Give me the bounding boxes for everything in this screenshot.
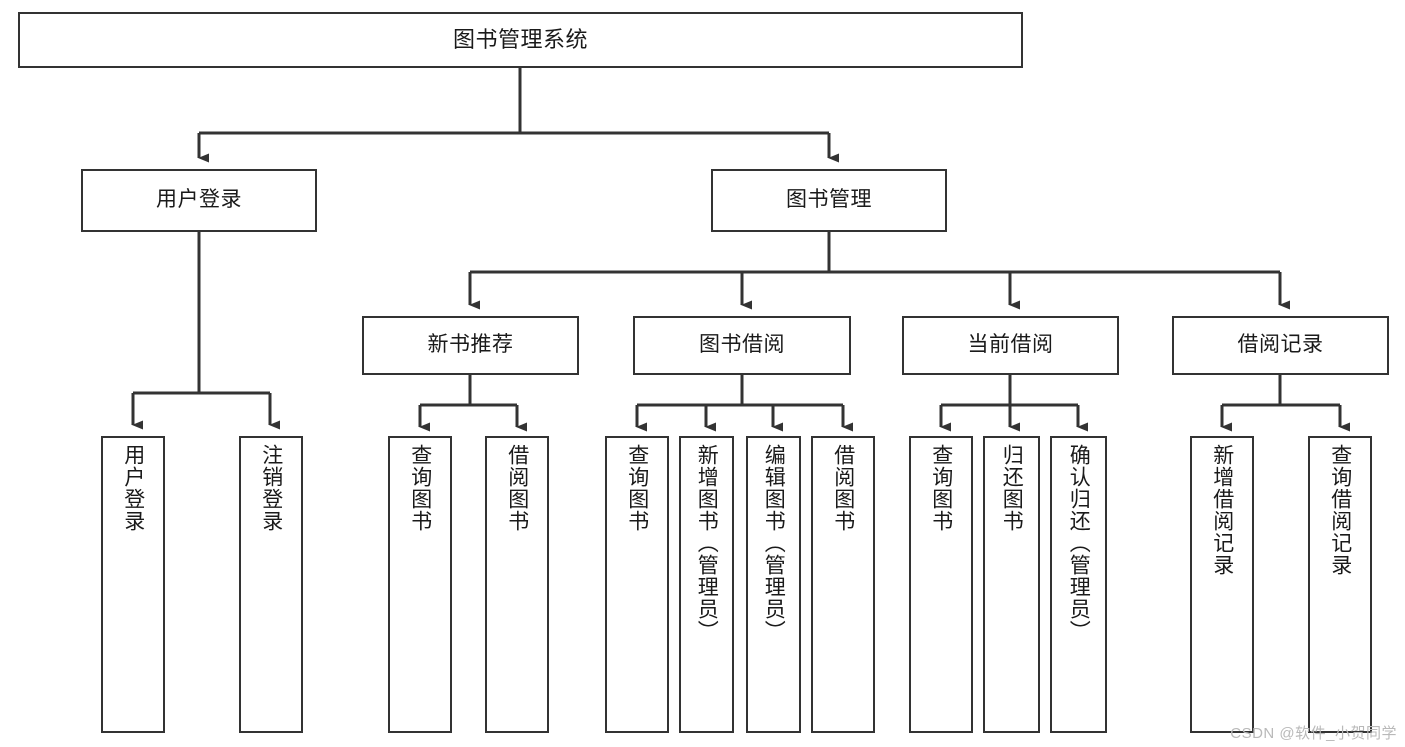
node-label: 借阅图书 xyxy=(831,444,855,532)
node-label: 用户登录 xyxy=(121,444,145,532)
node-label: 借阅图书 xyxy=(505,444,529,532)
node-label: 查询图书 xyxy=(929,444,953,532)
leaf-borrow-add-book-admin[interactable]: 新增图书（管理员） xyxy=(679,436,734,733)
leaf-borrow-query-book[interactable]: 查询图书 xyxy=(605,436,669,733)
node-label: 新书推荐 xyxy=(427,333,514,357)
node-borrow-record[interactable]: 借阅记录 xyxy=(1172,316,1389,375)
node-label: 归还图书 xyxy=(1000,444,1024,532)
node-label: 图书管理 xyxy=(786,188,872,212)
node-label: 查询图书 xyxy=(408,444,432,532)
node-book-management[interactable]: 图书管理 xyxy=(711,169,947,232)
node-label: 当前借阅 xyxy=(967,333,1054,357)
node-label: 注销登录 xyxy=(259,444,283,532)
leaf-recommend-borrow-book[interactable]: 借阅图书 xyxy=(485,436,549,733)
node-book-borrow[interactable]: 图书借阅 xyxy=(633,316,851,375)
node-label: 确认归还（管理员） xyxy=(1067,444,1091,642)
node-label: 图书借阅 xyxy=(699,333,785,357)
leaf-current-return-book[interactable]: 归还图书 xyxy=(983,436,1040,733)
node-user-login[interactable]: 用户登录 xyxy=(81,169,317,232)
node-label: 查询借阅记录 xyxy=(1328,444,1352,576)
node-label: 用户登录 xyxy=(156,188,242,212)
leaf-user-login-logout[interactable]: 注销登录 xyxy=(239,436,303,733)
node-new-book-recommend[interactable]: 新书推荐 xyxy=(362,316,579,375)
node-current-borrow[interactable]: 当前借阅 xyxy=(902,316,1119,375)
node-label: 查询图书 xyxy=(625,444,649,532)
leaf-borrow-borrow-book[interactable]: 借阅图书 xyxy=(811,436,875,733)
node-label: 新增图书（管理员） xyxy=(695,444,719,642)
leaf-record-add-record[interactable]: 新增借阅记录 xyxy=(1190,436,1254,733)
leaf-record-query-record[interactable]: 查询借阅记录 xyxy=(1308,436,1372,733)
leaf-recommend-query-book[interactable]: 查询图书 xyxy=(388,436,452,733)
node-label: 编辑图书（管理员） xyxy=(762,444,786,642)
leaf-current-query-book[interactable]: 查询图书 xyxy=(909,436,973,733)
leaf-current-confirm-return-admin[interactable]: 确认归还（管理员） xyxy=(1050,436,1107,733)
node-label: 借阅记录 xyxy=(1237,333,1324,357)
leaf-borrow-edit-book-admin[interactable]: 编辑图书（管理员） xyxy=(746,436,801,733)
node-label: 图书管理系统 xyxy=(452,27,588,53)
leaf-user-login-login[interactable]: 用户登录 xyxy=(101,436,165,733)
node-root-system[interactable]: 图书管理系统 xyxy=(18,12,1023,68)
node-label: 新增借阅记录 xyxy=(1210,444,1234,576)
csdn-watermark: CSDN @软件_小贺同学 xyxy=(1230,725,1397,742)
